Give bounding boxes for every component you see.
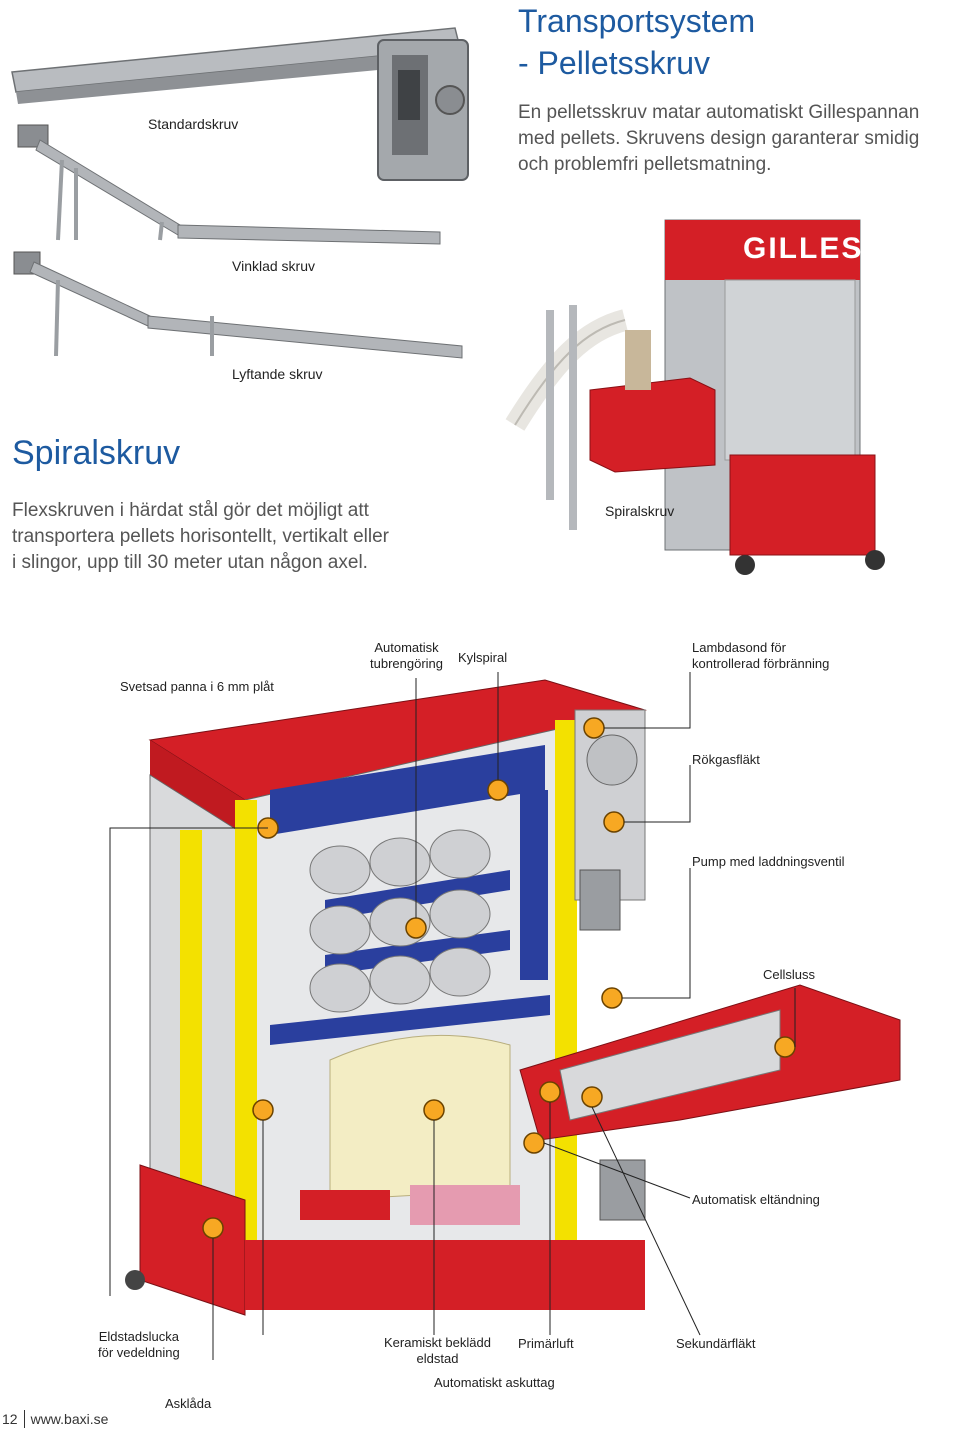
marker-auto-clean	[487, 779, 509, 801]
boiler-photo: GILLES	[505, 219, 885, 575]
label-lifting-screw: Lyftande skruv	[232, 366, 323, 382]
spiral-section-title: Spiralskruv	[12, 434, 181, 472]
label-welded-boiler: Svetsad panna i 6 mm plåt	[120, 679, 274, 694]
intro-text: En pelletsskruv matar automatiskt Gilles…	[518, 100, 919, 178]
page-title-line1: Transportsystem	[518, 3, 756, 39]
label-line: eldstad	[416, 1351, 459, 1366]
intro-line: och problemfri pelletsmatning.	[518, 154, 772, 175]
marker-cell-lock	[774, 1036, 796, 1058]
label-line: kontrollerad förbränning	[692, 656, 830, 671]
page-title: Transportsystem - Pelletsskruv	[518, 0, 755, 84]
label-auto-tube-cleaning: Automatisk tubrengöring	[370, 640, 443, 672]
footer-divider	[23, 1410, 25, 1428]
footer: 12 www.baxi.se	[2, 1410, 108, 1428]
label-line: Eldstadslucka	[98, 1329, 179, 1344]
label-line: Automatisk	[374, 640, 439, 655]
marker-cooling	[405, 917, 427, 939]
spiral-text-line: i slingor, upp till 30 meter utan någon …	[12, 552, 368, 573]
page-number: 12	[2, 1411, 18, 1427]
label-pump: Pump med laddningsventil	[692, 854, 845, 869]
label-standard-screw: Standardskruv	[148, 116, 239, 132]
marker-ash-box	[202, 1217, 224, 1239]
standard-screw-image	[11, 27, 469, 181]
intro-line: En pelletsskruv matar automatiskt Gilles…	[518, 102, 920, 123]
marker-primary	[539, 1081, 561, 1103]
label-auto-ignition: Automatisk eltändning	[692, 1192, 820, 1207]
spiral-section-text: Flexskruven i härdat stål gör det möjlig…	[12, 498, 389, 576]
label-auto-ash-removal: Automatiskt askuttag	[434, 1375, 555, 1390]
marker-pump	[601, 987, 623, 1009]
angled-screw-image	[17, 124, 441, 245]
marker-lambda	[583, 717, 605, 739]
label-ash-box: Asklåda	[165, 1396, 212, 1411]
screw-illustrations	[11, 27, 469, 359]
page-title-line2: - Pelletsskruv	[518, 45, 711, 81]
intro-line: med pellets. Skruvens design garanterar …	[518, 128, 920, 149]
label-line: för vedeldning	[98, 1345, 180, 1360]
label-flue-fan: Rökgasfläkt	[692, 752, 760, 767]
lifting-screw-image	[13, 251, 463, 359]
marker-ignition	[523, 1132, 545, 1154]
label-line: Lambdasond för	[692, 640, 786, 655]
label-line: Keramiskt beklädd	[384, 1335, 491, 1350]
marker-flue-fan	[603, 811, 625, 833]
boiler-brand-text: GILLES	[743, 232, 863, 265]
label-ceramic-firebox: Keramiskt beklädd eldstad	[384, 1335, 491, 1367]
spiral-text-line: Flexskruven i härdat stål gör det möjlig…	[12, 500, 369, 521]
spiral-text-line: transportera pellets horisontellt, verti…	[12, 526, 390, 547]
label-secondary-fan: Sekundärfläkt	[676, 1336, 756, 1351]
marker-ceramic	[423, 1099, 445, 1121]
label-spiral-screw-photo: Spiralskruv	[605, 503, 675, 519]
boiler-cutaway-diagram	[109, 672, 901, 1360]
marker-fire-door	[252, 1099, 274, 1121]
label-lambda-sensor: Lambdasond för kontrollerad förbränning	[692, 640, 829, 672]
label-primary-air: Primärluft	[518, 1336, 574, 1351]
label-angled-screw: Vinklad skruv	[232, 258, 316, 274]
label-cooling-spiral: Kylspiral	[458, 650, 508, 665]
label-fire-door: Eldstadslucka för vedeldning	[98, 1329, 180, 1361]
label-line: tubrengöring	[370, 656, 443, 671]
marker-secondary	[581, 1086, 603, 1108]
label-cell-lock: Cellsluss	[763, 967, 816, 982]
footer-url[interactable]: www.baxi.se	[30, 1411, 109, 1427]
